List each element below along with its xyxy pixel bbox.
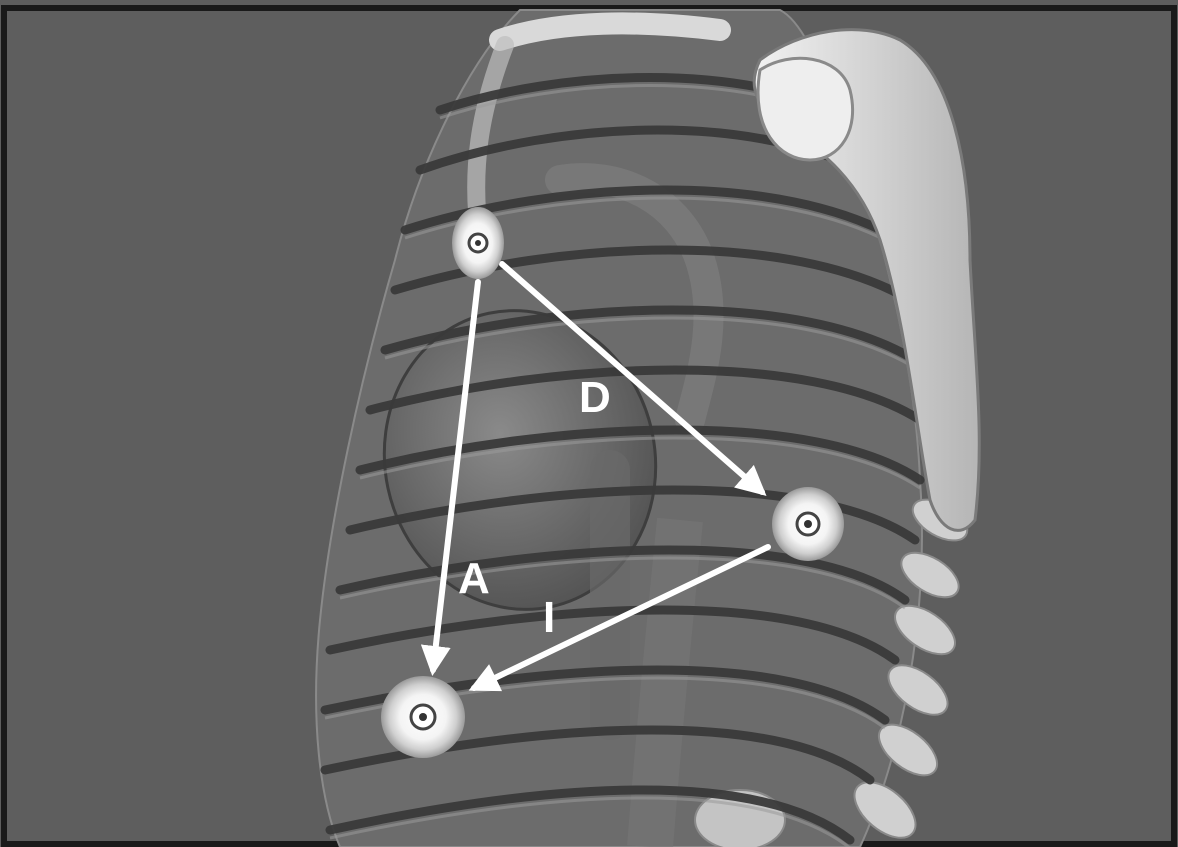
electrode-lower bbox=[381, 676, 465, 758]
label-d: D bbox=[579, 373, 611, 422]
electrode-back bbox=[772, 487, 844, 561]
label-a: A bbox=[458, 554, 490, 603]
electrode-upper bbox=[452, 207, 504, 279]
label-i: I bbox=[543, 593, 555, 642]
